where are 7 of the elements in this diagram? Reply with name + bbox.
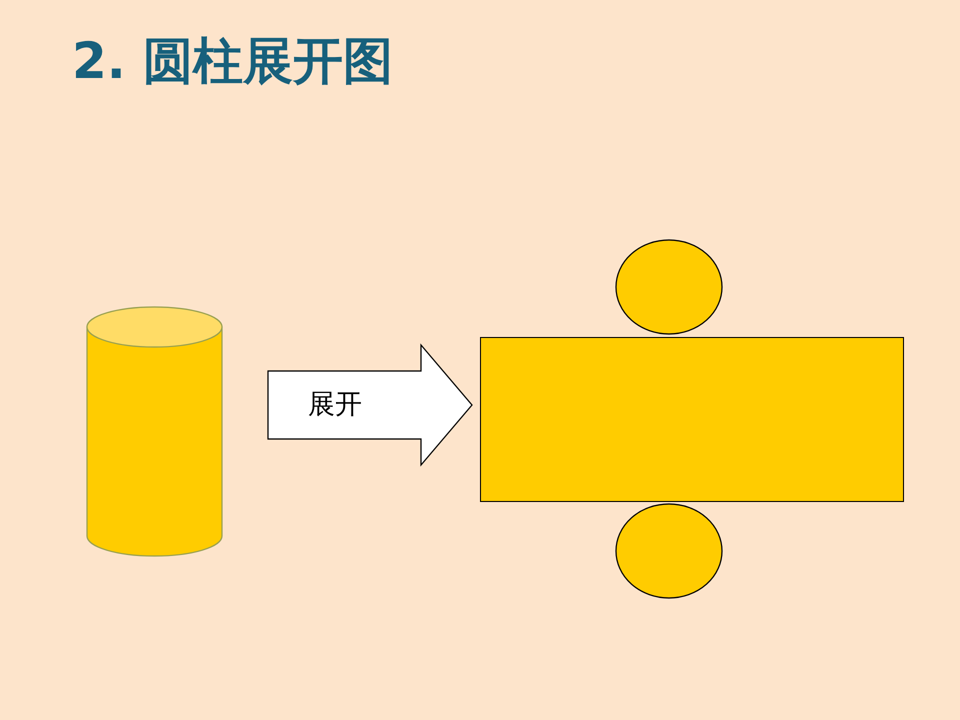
rectangle — [480, 337, 904, 502]
circle — [615, 503, 723, 599]
edge-label: 展开 — [308, 389, 362, 421]
title: 2. 圆柱展开图 — [72, 31, 394, 92]
circle — [615, 239, 723, 335]
cylinder — [86, 306, 223, 557]
block-arrow — [267, 343, 473, 467]
